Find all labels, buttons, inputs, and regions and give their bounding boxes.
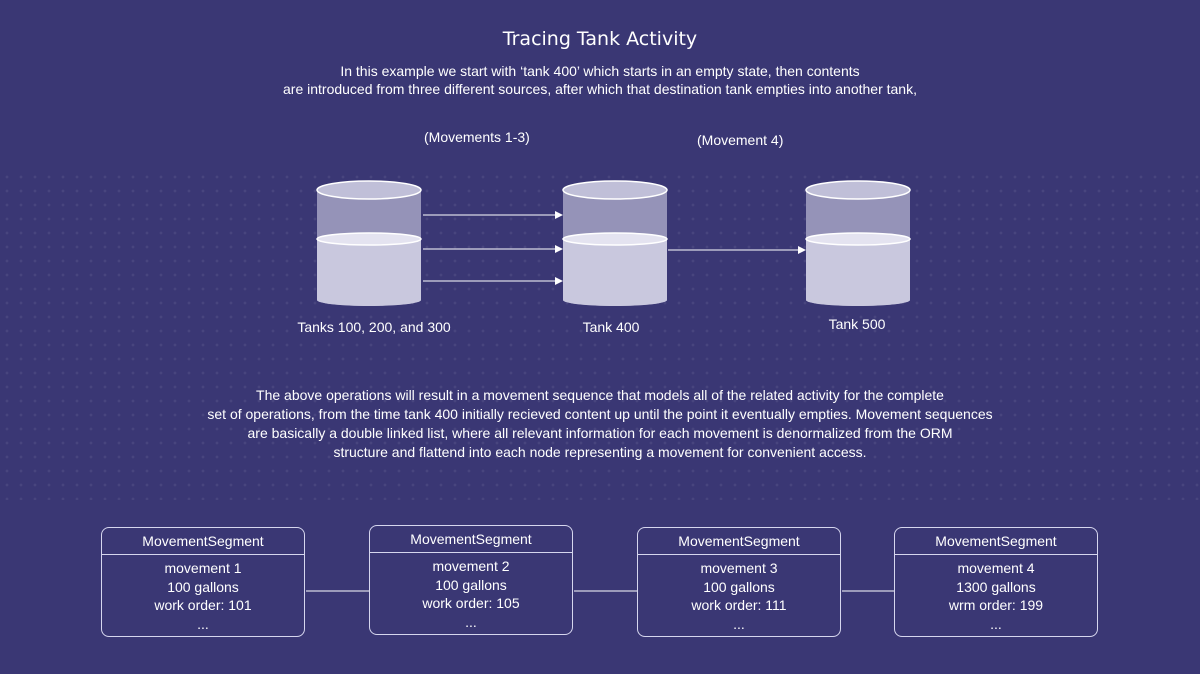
tank-400	[562, 180, 668, 306]
paragraph-line: The above operations will result in a mo…	[256, 387, 944, 403]
segment-ellipsis: ...	[465, 613, 477, 630]
intro-line: In this example we start with ‘tank 400’…	[340, 63, 860, 79]
tank-sources	[316, 180, 422, 306]
tank-500	[805, 180, 911, 306]
movement-segment-1: MovementSegment movement 1 100 gallons w…	[101, 527, 305, 637]
segment-order: work order: 101	[154, 597, 252, 613]
segment-body: movement 4 1300 gallons wrm order: 199 .…	[895, 555, 1097, 633]
segment-movement: movement 3	[700, 560, 778, 576]
segment-body: movement 3 100 gallons work order: 111 .…	[638, 555, 840, 633]
segment-order: work order: 105	[422, 595, 520, 611]
intro-text: In this example we start with ‘tank 400’…	[0, 62, 1200, 98]
diagram-title: Tracing Tank Activity	[502, 28, 698, 50]
segment-ellipsis: ...	[990, 615, 1002, 632]
segment-gallons: 100 gallons	[167, 578, 239, 595]
segment-order: wrm order: 199	[948, 597, 1044, 613]
tank-sources-label: Tanks 100, 200, and 300	[297, 319, 451, 335]
tank-500-label: Tank 500	[828, 316, 886, 332]
segment-movement: movement 2	[432, 558, 510, 574]
segment-ellipsis: ...	[733, 615, 745, 632]
segment-gallons: 1300 gallons	[956, 578, 1036, 595]
movement-4-label: (Movement 4)	[697, 132, 784, 148]
description-paragraph: The above operations will result in a mo…	[0, 386, 1200, 462]
segment-order: work order: 111	[691, 597, 787, 613]
segment-header: MovementSegment	[370, 526, 572, 553]
segment-movement: movement 1	[164, 560, 242, 576]
segment-header: MovementSegment	[638, 528, 840, 555]
tank-400-label: Tank 400	[582, 319, 640, 335]
movements-1-3-label: (Movements 1-3)	[424, 129, 530, 145]
paragraph-line: are basically a double linked list, wher…	[247, 425, 953, 441]
movement-segment-3: MovementSegment movement 3 100 gallons w…	[637, 527, 841, 637]
segment-movement: movement 4	[957, 560, 1035, 576]
segment-gallons: 100 gallons	[703, 578, 775, 595]
movement-segment-2: MovementSegment movement 2 100 gallons w…	[369, 525, 573, 635]
paragraph-line: structure and flattend into each node re…	[333, 444, 867, 460]
segment-body: movement 1 100 gallons work order: 101 .…	[102, 555, 304, 633]
intro-line: are introduced from three different sour…	[283, 81, 917, 97]
segment-body: movement 2 100 gallons work order: 105 .…	[370, 553, 572, 631]
segment-gallons: 100 gallons	[435, 576, 507, 593]
paragraph-line: set of operations, from the time tank 40…	[207, 406, 993, 422]
movement-segment-4: MovementSegment movement 4 1300 gallons …	[894, 527, 1098, 637]
segment-header: MovementSegment	[895, 528, 1097, 555]
segment-ellipsis: ...	[197, 615, 209, 632]
segment-header: MovementSegment	[102, 528, 304, 555]
